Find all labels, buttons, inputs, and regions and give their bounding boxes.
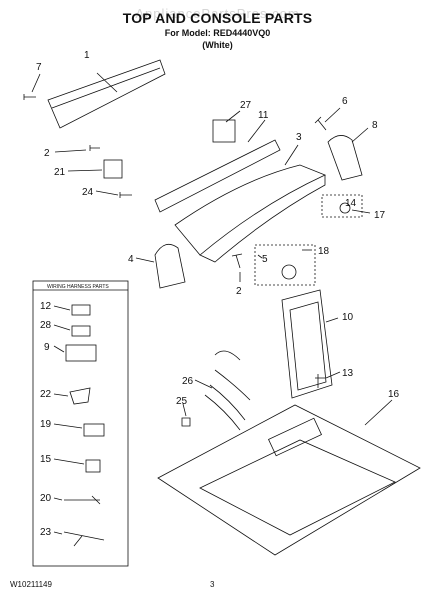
leader-2a [54, 149, 87, 153]
part-7-screw [23, 94, 36, 100]
leader-4 [135, 257, 155, 263]
part-1-rear-panel-edge [51, 67, 161, 109]
leader-12 [53, 305, 71, 311]
leader-28 [53, 324, 71, 331]
harness-callout-9: 9 [44, 342, 50, 353]
part-5-18-group [254, 244, 316, 286]
part-21-switch [103, 159, 123, 179]
callout-6: 6 [342, 96, 348, 107]
page-title: TOP AND CONSOLE PARTS [122, 10, 313, 26]
leader-5 [257, 254, 263, 259]
leader-1 [96, 72, 118, 93]
leader-20 [53, 497, 63, 501]
part-16-top-panel-inner [199, 439, 396, 536]
leader-21 [67, 169, 103, 172]
part-11-bracket [154, 139, 281, 213]
leader-27 [225, 110, 241, 123]
part-10-lint-screen [281, 289, 333, 399]
harness-part-22-shape [69, 387, 91, 405]
part-10-lint-screen-inner [289, 301, 327, 391]
part-3-console-lower [199, 175, 326, 263]
part-6-screw [314, 116, 327, 131]
callout-4: 4 [128, 254, 134, 265]
harness-part-12-shape [71, 304, 91, 316]
leader-19 [53, 423, 83, 429]
part-25-clip [181, 417, 191, 427]
footer-page-number: 3 [210, 580, 215, 589]
part-16-top-panel [157, 404, 421, 556]
callout-11: 11 [258, 110, 269, 121]
part-27-timer [212, 119, 236, 143]
callout-25: 25 [176, 396, 188, 407]
leader-24 [95, 190, 119, 196]
callout-2a: 2 [44, 148, 50, 159]
part-24-screw [119, 192, 132, 198]
footer-doc-number: W10211149 [10, 580, 52, 589]
callout-7: 7 [36, 62, 42, 73]
harness-callout-19: 19 [40, 419, 52, 430]
leader-23 [53, 531, 63, 535]
part-2-screw-upper [89, 145, 100, 151]
part-26-wire-harness [204, 350, 251, 431]
leader-25 [182, 403, 187, 417]
callout-16: 16 [388, 389, 400, 400]
leader-8 [351, 127, 369, 143]
leader-7 [31, 73, 41, 93]
leader-13 [325, 371, 341, 379]
callout-14: 14 [345, 198, 357, 209]
part-17-knob [339, 202, 351, 214]
harness-part-19-shape [83, 423, 105, 437]
harness-callout-22: 22 [40, 389, 52, 400]
part-2-screw-lower [231, 253, 243, 269]
leader-26 [194, 379, 213, 389]
leader-22 [53, 393, 69, 397]
leader-10 [325, 317, 339, 323]
leader-16 [364, 399, 393, 426]
harness-callout-12: 12 [40, 301, 52, 312]
callout-18: 18 [318, 246, 330, 257]
part-14-17-group [321, 194, 363, 218]
callout-24: 24 [82, 187, 94, 198]
harness-callout-23: 23 [40, 527, 52, 538]
part-13-screw [315, 374, 325, 388]
leader-6 [324, 107, 341, 123]
harness-callout-15: 15 [40, 454, 52, 465]
harness-part-20-shape [64, 495, 101, 505]
harness-callout-28: 28 [40, 320, 52, 331]
callout-17: 17 [374, 210, 386, 221]
callout-21: 21 [54, 167, 66, 178]
harness-part-23-shape [63, 531, 105, 547]
leader-15 [53, 458, 85, 465]
callout-26: 26 [182, 376, 194, 387]
wiring-harness-box [32, 280, 129, 567]
part-18-knob [281, 264, 297, 280]
callout-27: 27 [240, 100, 252, 111]
leader-3 [284, 144, 299, 166]
harness-part-28-shape [71, 325, 91, 337]
part-1-rear-panel [47, 59, 166, 129]
color-line: (White) [202, 40, 233, 50]
harness-part-15-shape [85, 459, 101, 473]
harness-part-9-shape [65, 344, 97, 362]
callout-10: 10 [342, 312, 354, 323]
part-8-endcap [327, 135, 363, 181]
part-4-endcap [154, 243, 186, 289]
callout-1: 1 [84, 50, 90, 61]
watermark-text: AppliancePartsPros.com [135, 6, 300, 21]
leader-11 [247, 119, 266, 143]
callout-3: 3 [296, 132, 302, 143]
harness-callout-20: 20 [40, 493, 52, 504]
callout-13: 13 [342, 368, 354, 379]
model-line: For Model: RED4440VQ0 [164, 28, 271, 38]
leader-17 [351, 209, 371, 214]
part-16-lint-opening [268, 417, 322, 457]
callout-8: 8 [372, 120, 378, 131]
callout-5: 5 [262, 254, 268, 265]
callout-2b: 2 [236, 286, 242, 297]
leader-9 [53, 345, 65, 353]
wiring-harness-title: WIRING HARNESS PARTS [47, 284, 109, 290]
